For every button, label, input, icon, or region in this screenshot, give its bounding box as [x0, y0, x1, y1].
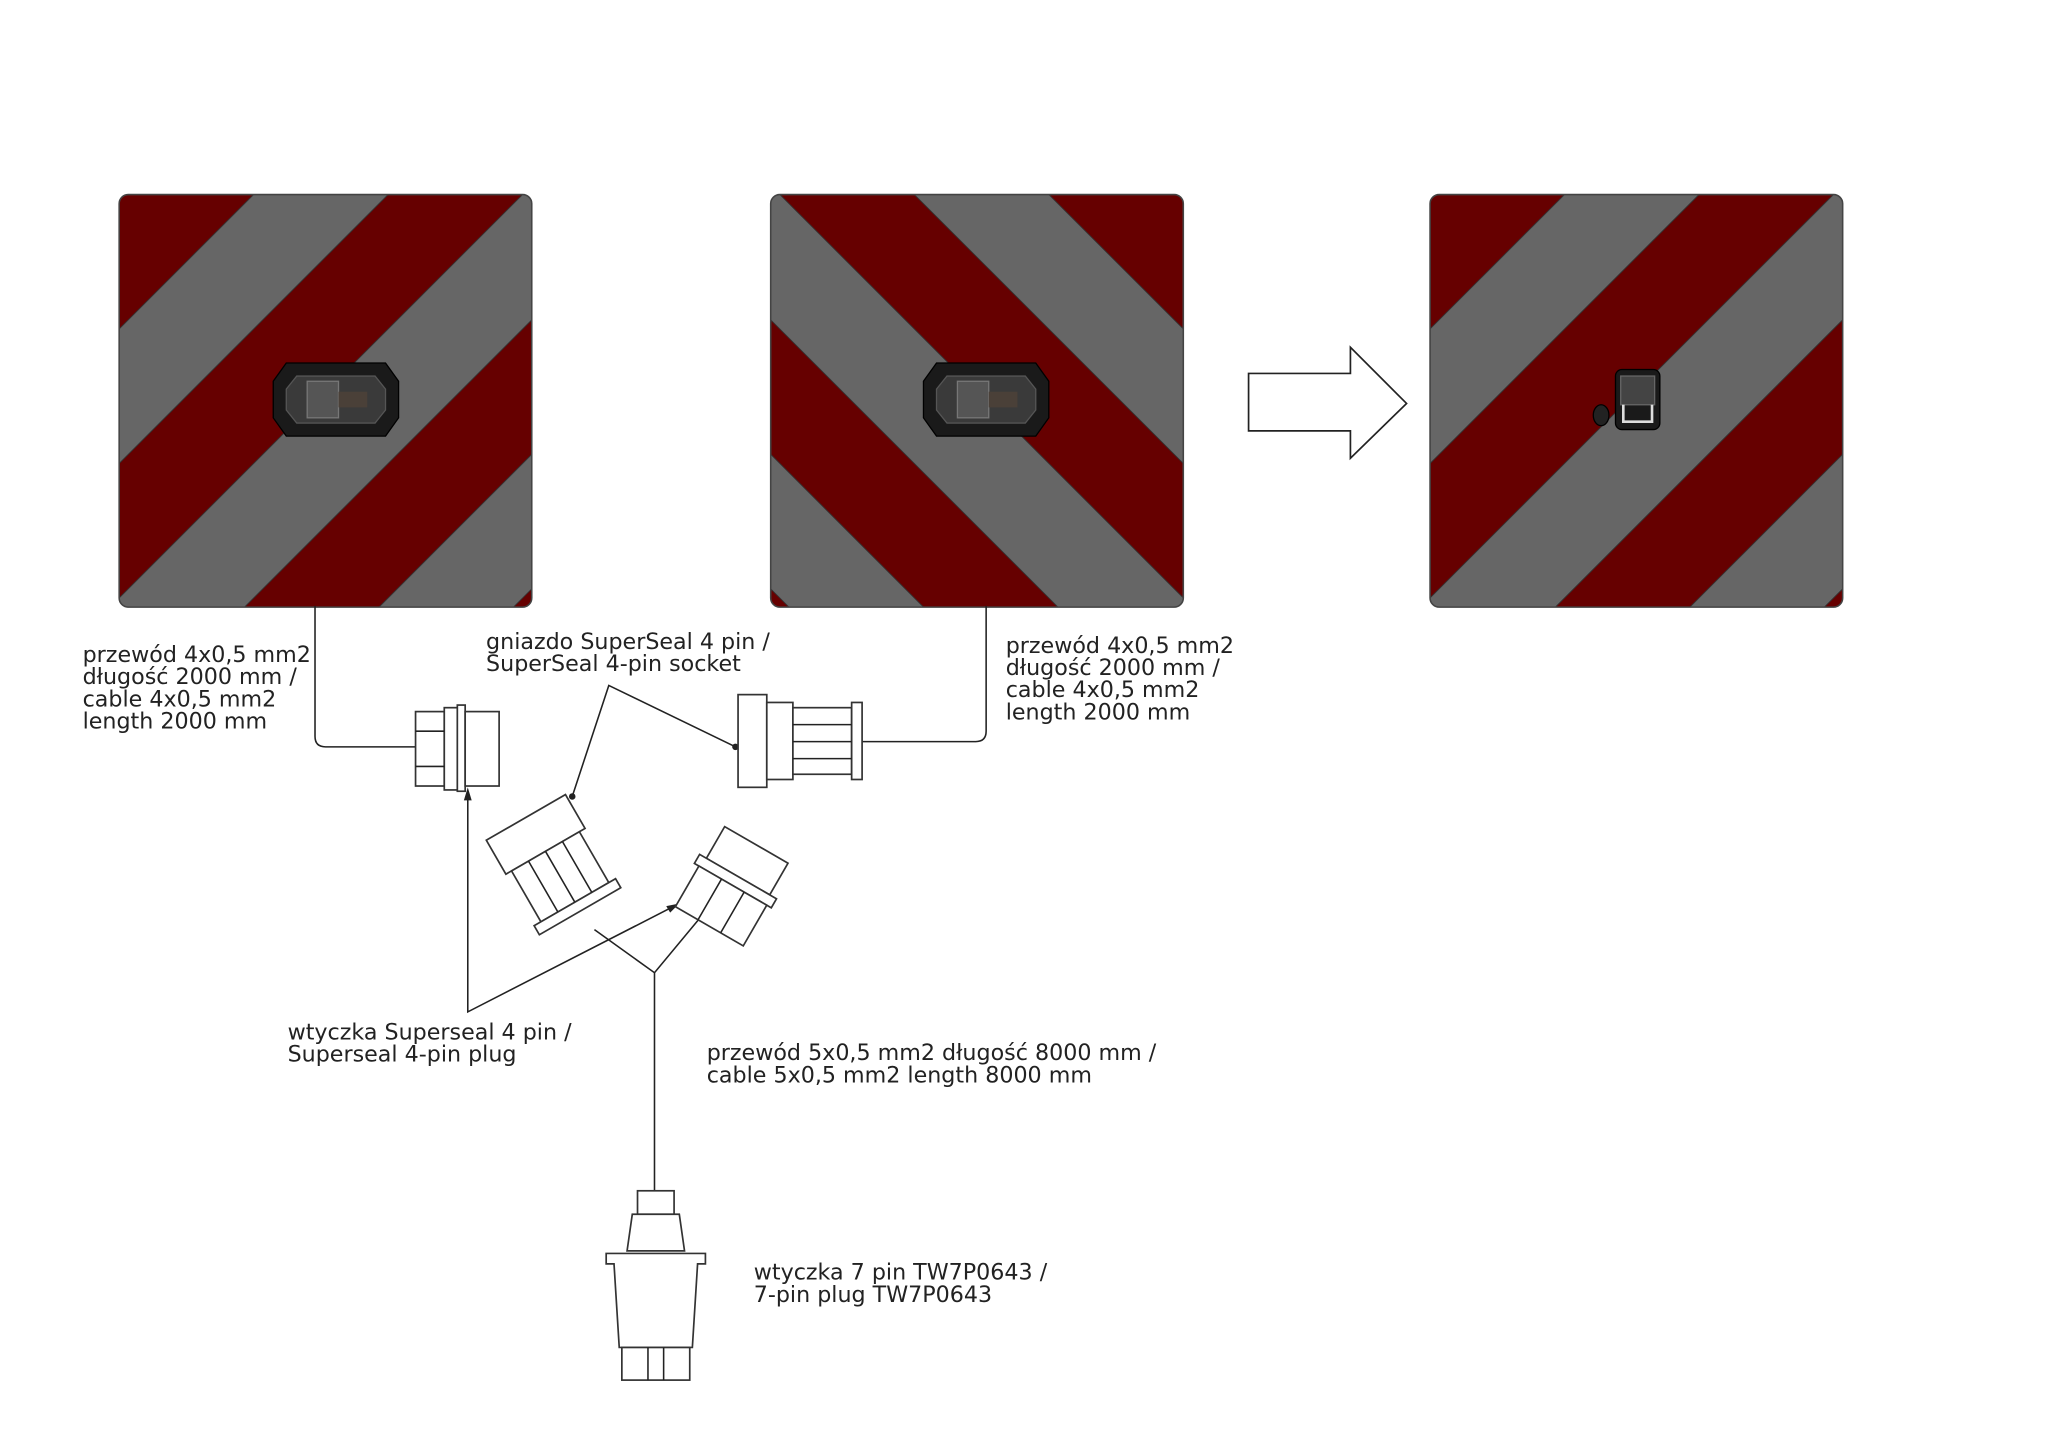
red-stripe — [770, 194, 1184, 608]
red-stripe — [1430, 194, 1843, 608]
right-cable-line — [862, 605, 987, 743]
board-outline — [1429, 193, 1844, 608]
socket-leader — [571, 684, 736, 797]
plug-leader — [466, 792, 678, 1014]
plug-label: wtyczka Superseal 4 pin / Superseal 4-pi… — [288, 1019, 579, 1067]
superseal-socket-right — [737, 693, 863, 789]
board-outline — [769, 193, 1185, 608]
right-arrow-icon — [1247, 345, 1408, 461]
right-cable-label: przewód 4x0,5 mm2 długość 2000 mm / cabl… — [1006, 633, 1241, 726]
lamp-icon — [272, 362, 400, 437]
left-cable-label: przewód 4x0,5 mm2 długość 2000 mm / cabl… — [83, 642, 318, 735]
gray-stripe — [913, 194, 1184, 608]
lamp-icon — [922, 362, 1050, 437]
seven-pin-plug — [605, 1189, 707, 1381]
main-cable-line — [593, 903, 713, 1191]
lamp-icon — [1592, 368, 1661, 431]
red-stripe — [1430, 194, 1835, 608]
warning-board-result — [1429, 193, 1844, 608]
superseal-socket-center — [485, 793, 622, 936]
superseal-plug-center — [674, 825, 790, 948]
superseal-plug-left — [414, 704, 500, 793]
seven-pin-plug-label: wtyczka 7 pin TW7P0643 / 7-pin plug TW7P… — [754, 1260, 1055, 1308]
board-outline — [118, 193, 533, 608]
red-stripe — [119, 194, 524, 608]
main-cable-label: przewód 5x0,5 mm2 długość 8000 mm / cabl… — [707, 1040, 1164, 1088]
socket-label: gniazdo SuperSeal 4 pin / SuperSeal 4-pi… — [486, 629, 777, 677]
gray-stripe — [119, 194, 390, 608]
gray-stripe — [1430, 194, 1700, 608]
red-stripe — [119, 194, 532, 608]
left-cable-line — [314, 605, 416, 748]
gray-stripe — [770, 194, 1184, 608]
gray-stripe — [1430, 194, 1843, 608]
